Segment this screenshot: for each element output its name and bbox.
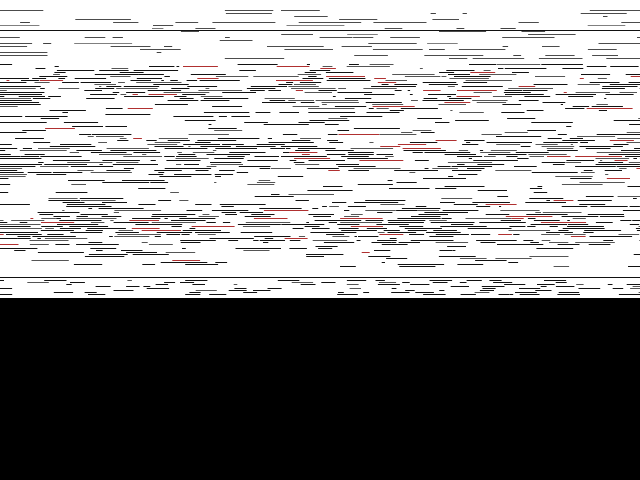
scanline-noise <box>0 10 640 295</box>
blank-display-area <box>0 298 640 480</box>
glitched-window-area <box>0 0 640 298</box>
